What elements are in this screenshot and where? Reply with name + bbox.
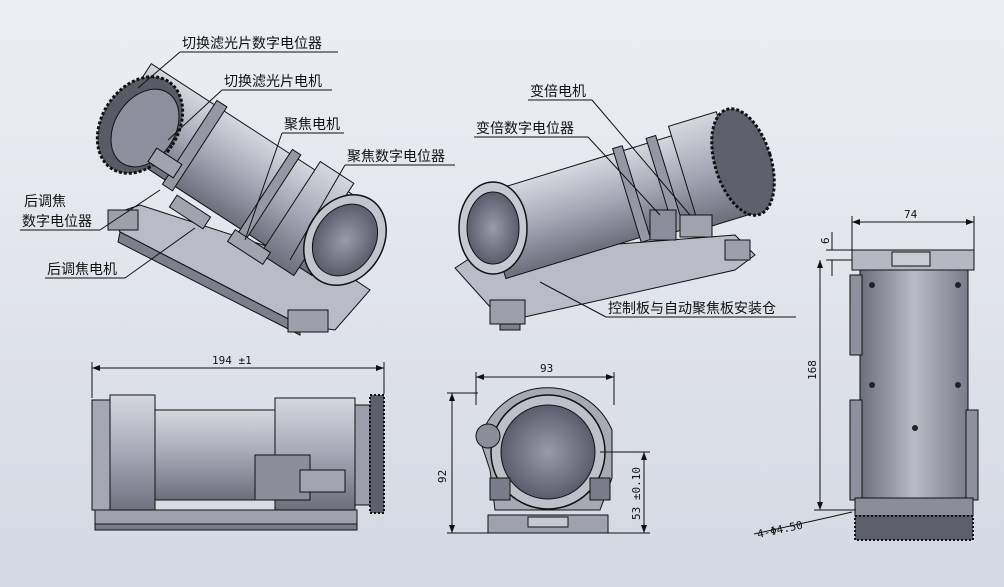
label-backfocus-motor: 后调焦电机 [47, 262, 117, 278]
label-backfocus-pot-line1: 后调焦 [24, 194, 66, 210]
top-view [753, 216, 979, 541]
dim-top-length: 168 [806, 360, 819, 380]
label-focus-motor: 聚焦电机 [284, 117, 340, 133]
label-zoom-motor: 变倍电机 [530, 84, 586, 100]
leader-lines [20, 51, 796, 318]
dim-front-height: 92 [436, 470, 449, 483]
side-view [91, 362, 385, 531]
label-control-board: 控制板与自动聚焦板安装仓 [608, 301, 776, 317]
label-backfocus-pot-line2: 数字电位器 [22, 214, 92, 230]
dim-top-width: 74 [904, 208, 918, 221]
label-focus-pot: 聚焦数字电位器 [347, 149, 445, 165]
dim-holes: 4-Φ4.50 [756, 519, 804, 541]
iso-view-right [454, 107, 776, 331]
front-view [447, 372, 650, 534]
dim-side-length: 194 ±1 [212, 354, 252, 367]
label-filter-pot: 切换滤光片数字电位器 [182, 35, 322, 52]
label-zoom-pot: 变倍数字电位器 [476, 121, 574, 137]
dim-front-width: 93 [540, 362, 553, 375]
label-filter-motor: 切换滤光片电机 [224, 73, 322, 90]
dim-top-offset: 6 [819, 237, 832, 244]
dim-center-height: 53 ±0.10 [630, 467, 643, 520]
iso-view-left [95, 63, 387, 336]
